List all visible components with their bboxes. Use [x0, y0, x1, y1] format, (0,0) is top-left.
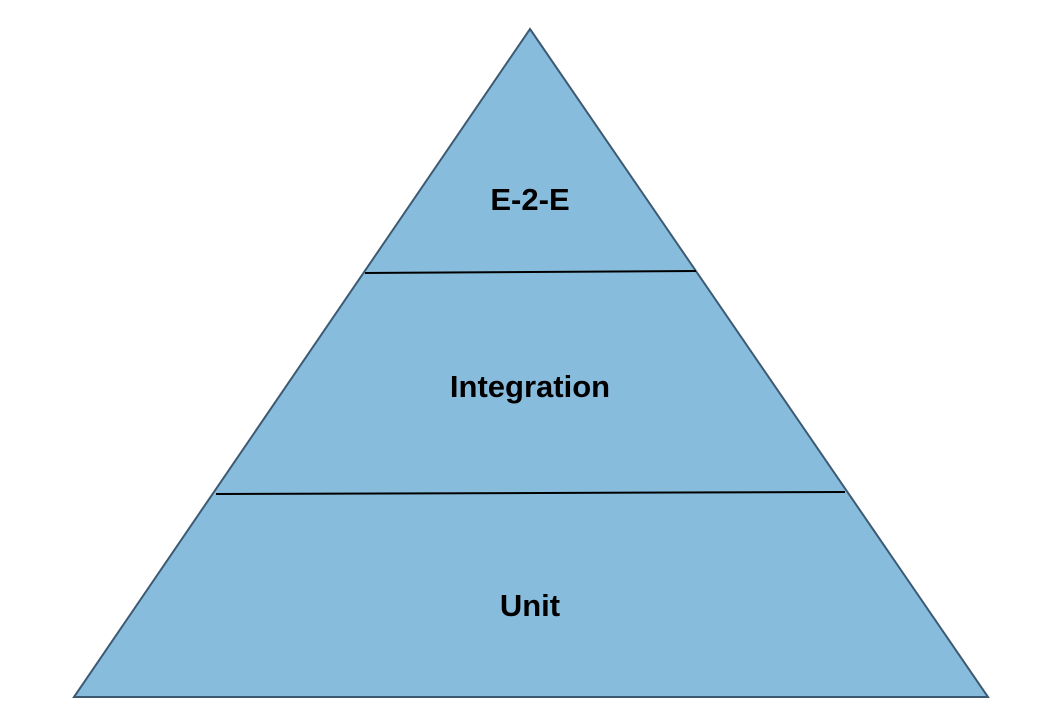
tier-label-unit: Unit [500, 588, 560, 623]
tier-divider-bottom [215, 491, 846, 495]
pyramid-shape [72, 27, 990, 698]
tier-divider-top [364, 270, 697, 274]
tier-label-e2e: E-2-E [490, 182, 569, 217]
tier-label-integration: Integration [450, 369, 610, 404]
